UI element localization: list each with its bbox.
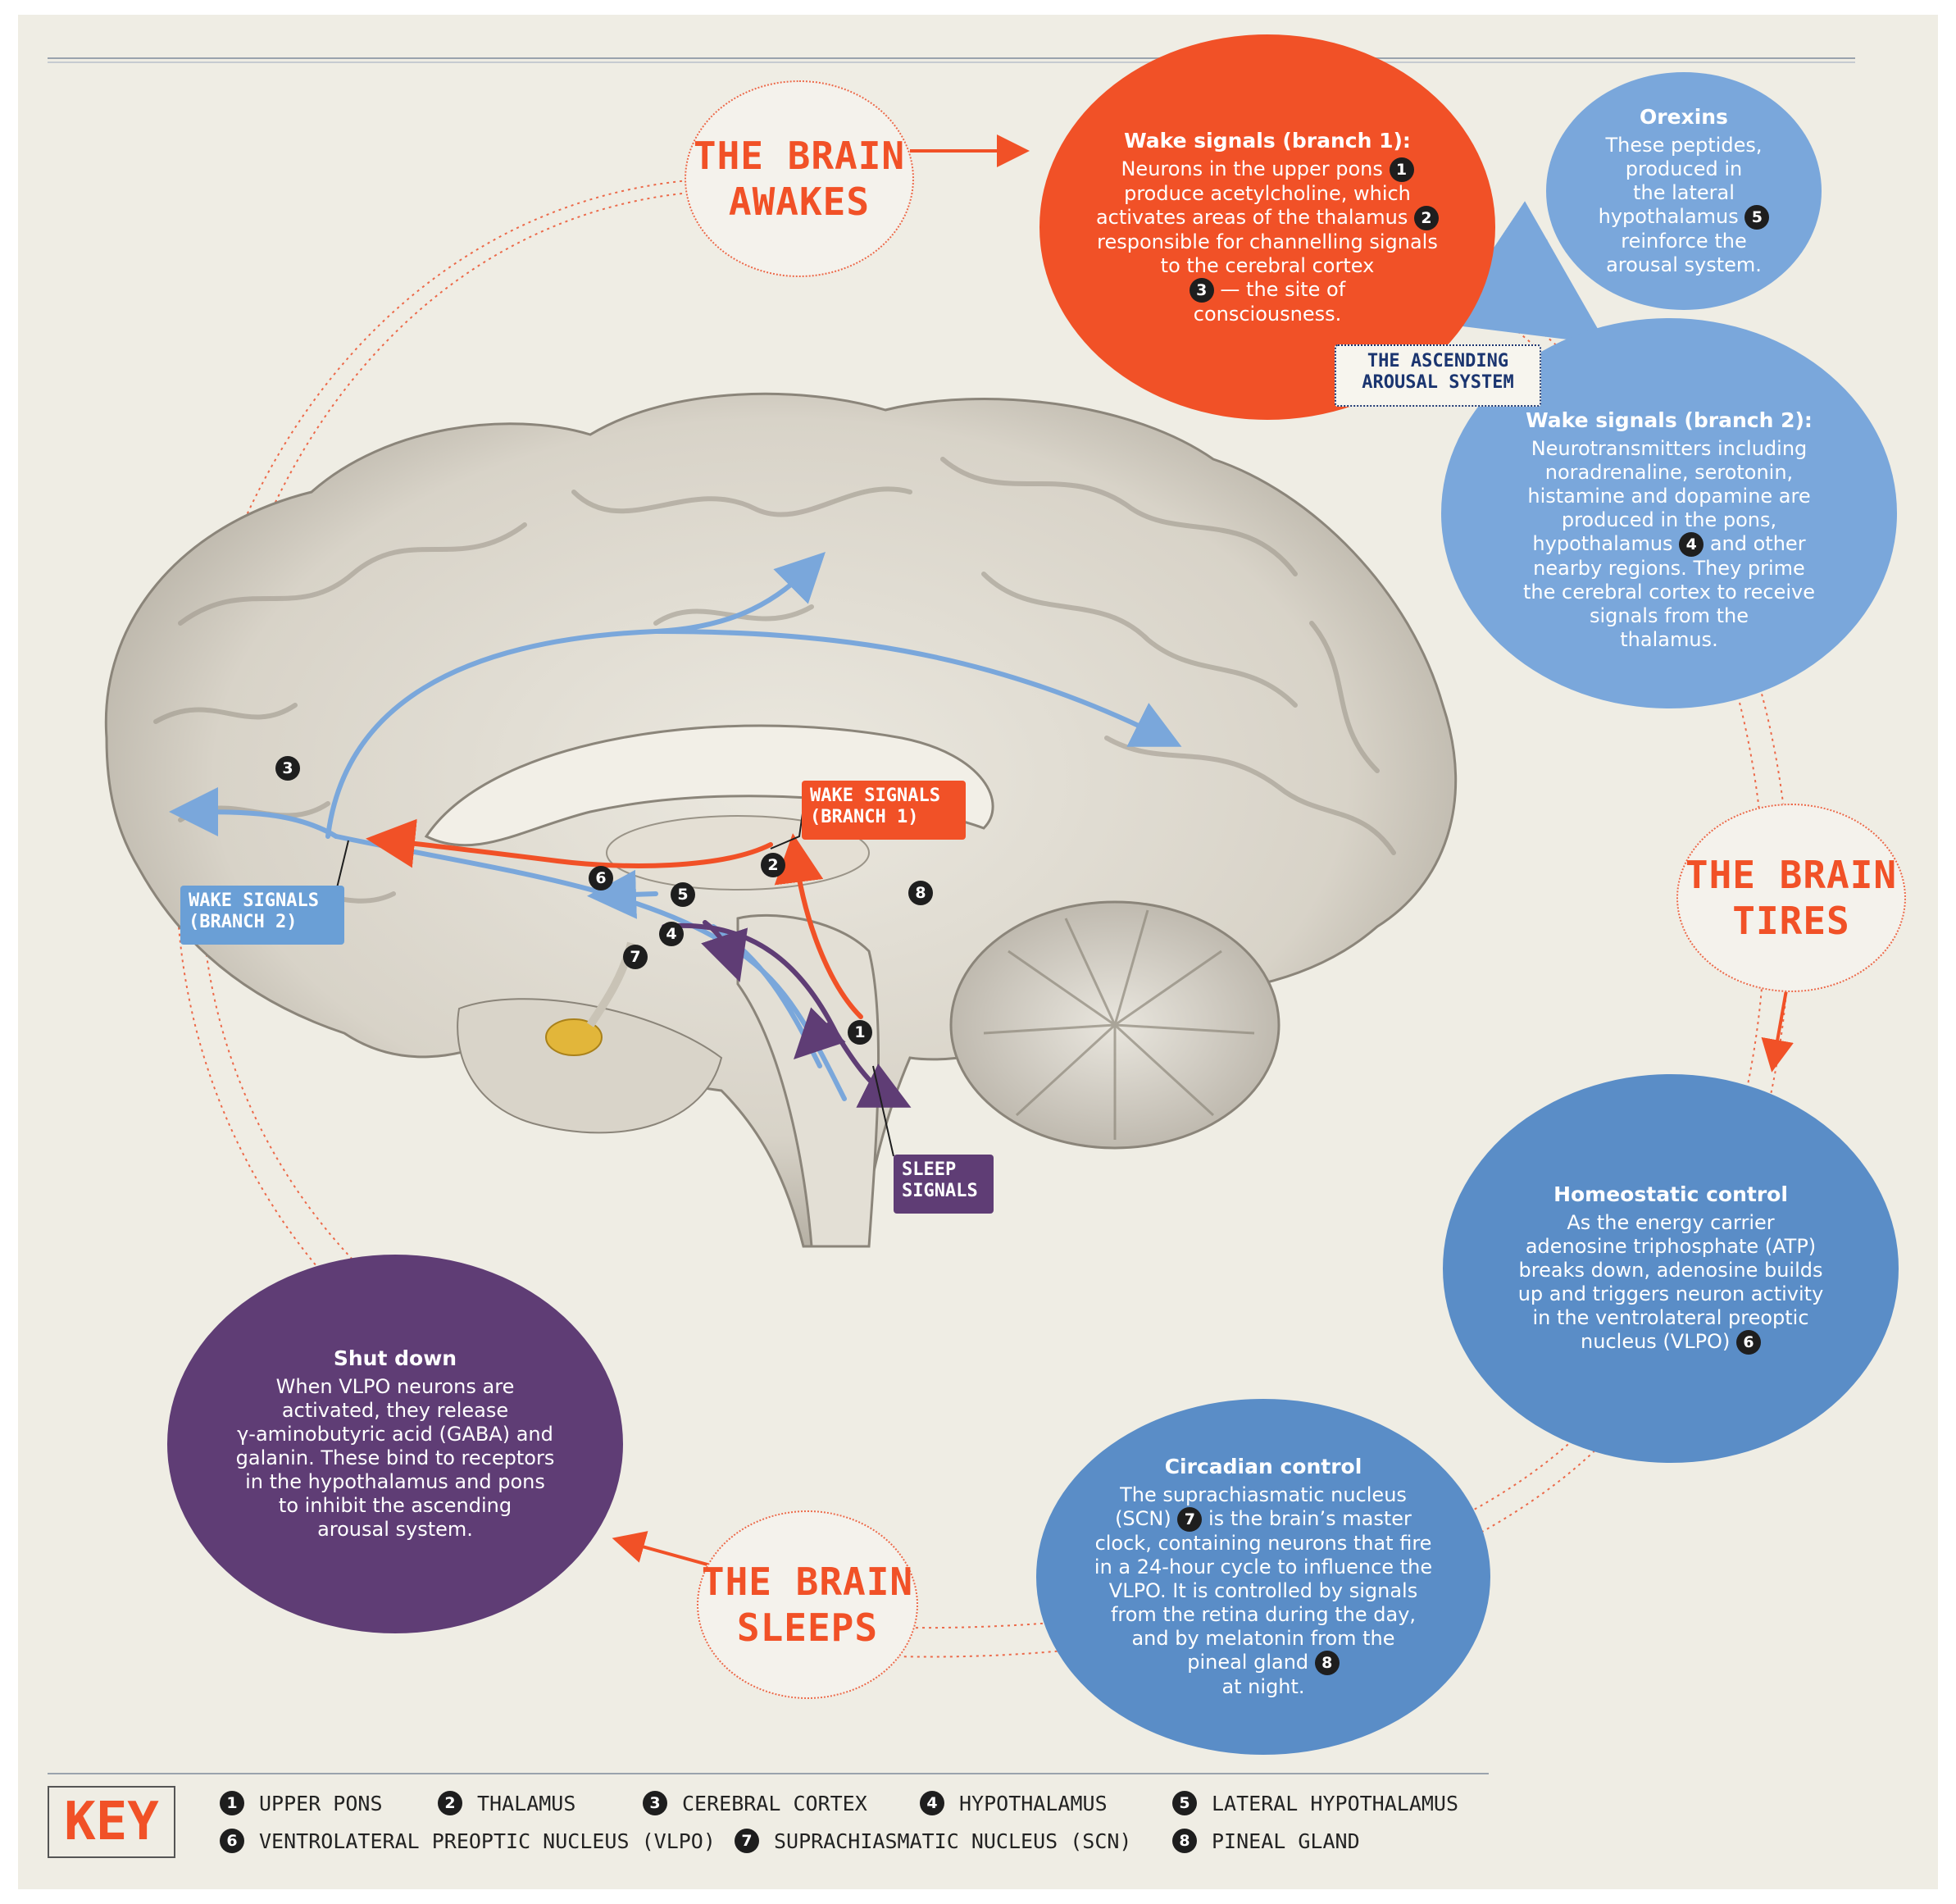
- wake-signals-branch2-tag: WAKE SIGNALS (BRANCH 2): [180, 886, 344, 945]
- brain-marker-7: 7: [623, 945, 648, 969]
- homeostatic-control-bubble: Homeostatic control As the energy carrie…: [1443, 1074, 1899, 1463]
- sleeps-arrow: [612, 1531, 714, 1568]
- red-path-thalamus: [366, 818, 773, 868]
- ascending-arousal-system-label: THE ASCENDING AROUSAL SYSTEM: [1335, 344, 1541, 407]
- circadian-control-bubble: Circadian control The suprachiasmatic nu…: [1036, 1399, 1490, 1755]
- key-rule: [48, 1773, 1489, 1774]
- brain-marker-5: 5: [671, 882, 695, 907]
- wake-signals-branch1-tag: WAKE SIGNALS (BRANCH 1): [802, 781, 966, 840]
- stage-brain-awakes: THE BRAIN AWAKES: [685, 80, 914, 277]
- top-rule: [48, 57, 1855, 63]
- blue-path-front: [653, 629, 1182, 747]
- stage-brain-sleeps: THE BRAIN SLEEPS: [697, 1510, 918, 1699]
- marker-8: 8: [1314, 1651, 1340, 1675]
- marker-1: 1: [1389, 157, 1414, 182]
- marker-7: 7: [1177, 1507, 1203, 1532]
- purple-branch-a: [701, 920, 748, 982]
- brain-illustration: [104, 392, 1458, 1248]
- stage-brain-tires: THE BRAIN TIRES: [1676, 804, 1906, 992]
- marker-3: 3: [1189, 277, 1214, 303]
- brain-marker-6: 6: [589, 866, 613, 891]
- blue-path-back: [169, 787, 339, 839]
- blue-path-upper: [325, 552, 826, 839]
- marker-4: 4: [1679, 531, 1704, 557]
- orexin-arrow: [1443, 201, 1607, 344]
- brain-marker-2: 2: [761, 853, 785, 877]
- red-path: [774, 833, 863, 1019]
- blue-path-5: [587, 869, 658, 919]
- brain-marker-4: 4: [659, 922, 684, 946]
- signal-paths: [169, 552, 1182, 1108]
- marker-5: 5: [1744, 205, 1770, 230]
- purple-branch-b: [794, 1007, 846, 1059]
- marker-2: 2: [1414, 205, 1440, 230]
- wake-signals-branch2-bubble: Wake signals (branch 2): Neurotransmitte…: [1441, 318, 1897, 708]
- orexins-bubble: Orexins These peptides, produced in the …: [1546, 72, 1822, 310]
- brain-marker-3: 3: [275, 756, 300, 781]
- brain-marker-8: 8: [908, 881, 933, 905]
- marker-6: 6: [1735, 1330, 1761, 1355]
- brain-marker-1: 1: [848, 1020, 872, 1045]
- key-title-box: KEY: [48, 1786, 175, 1858]
- sleep-signals-tag: SLEEP SIGNALS: [894, 1155, 994, 1214]
- tires-arrow: [1761, 985, 1794, 1073]
- shut-down-bubble: Shut down When VLPO neurons are activate…: [167, 1255, 623, 1633]
